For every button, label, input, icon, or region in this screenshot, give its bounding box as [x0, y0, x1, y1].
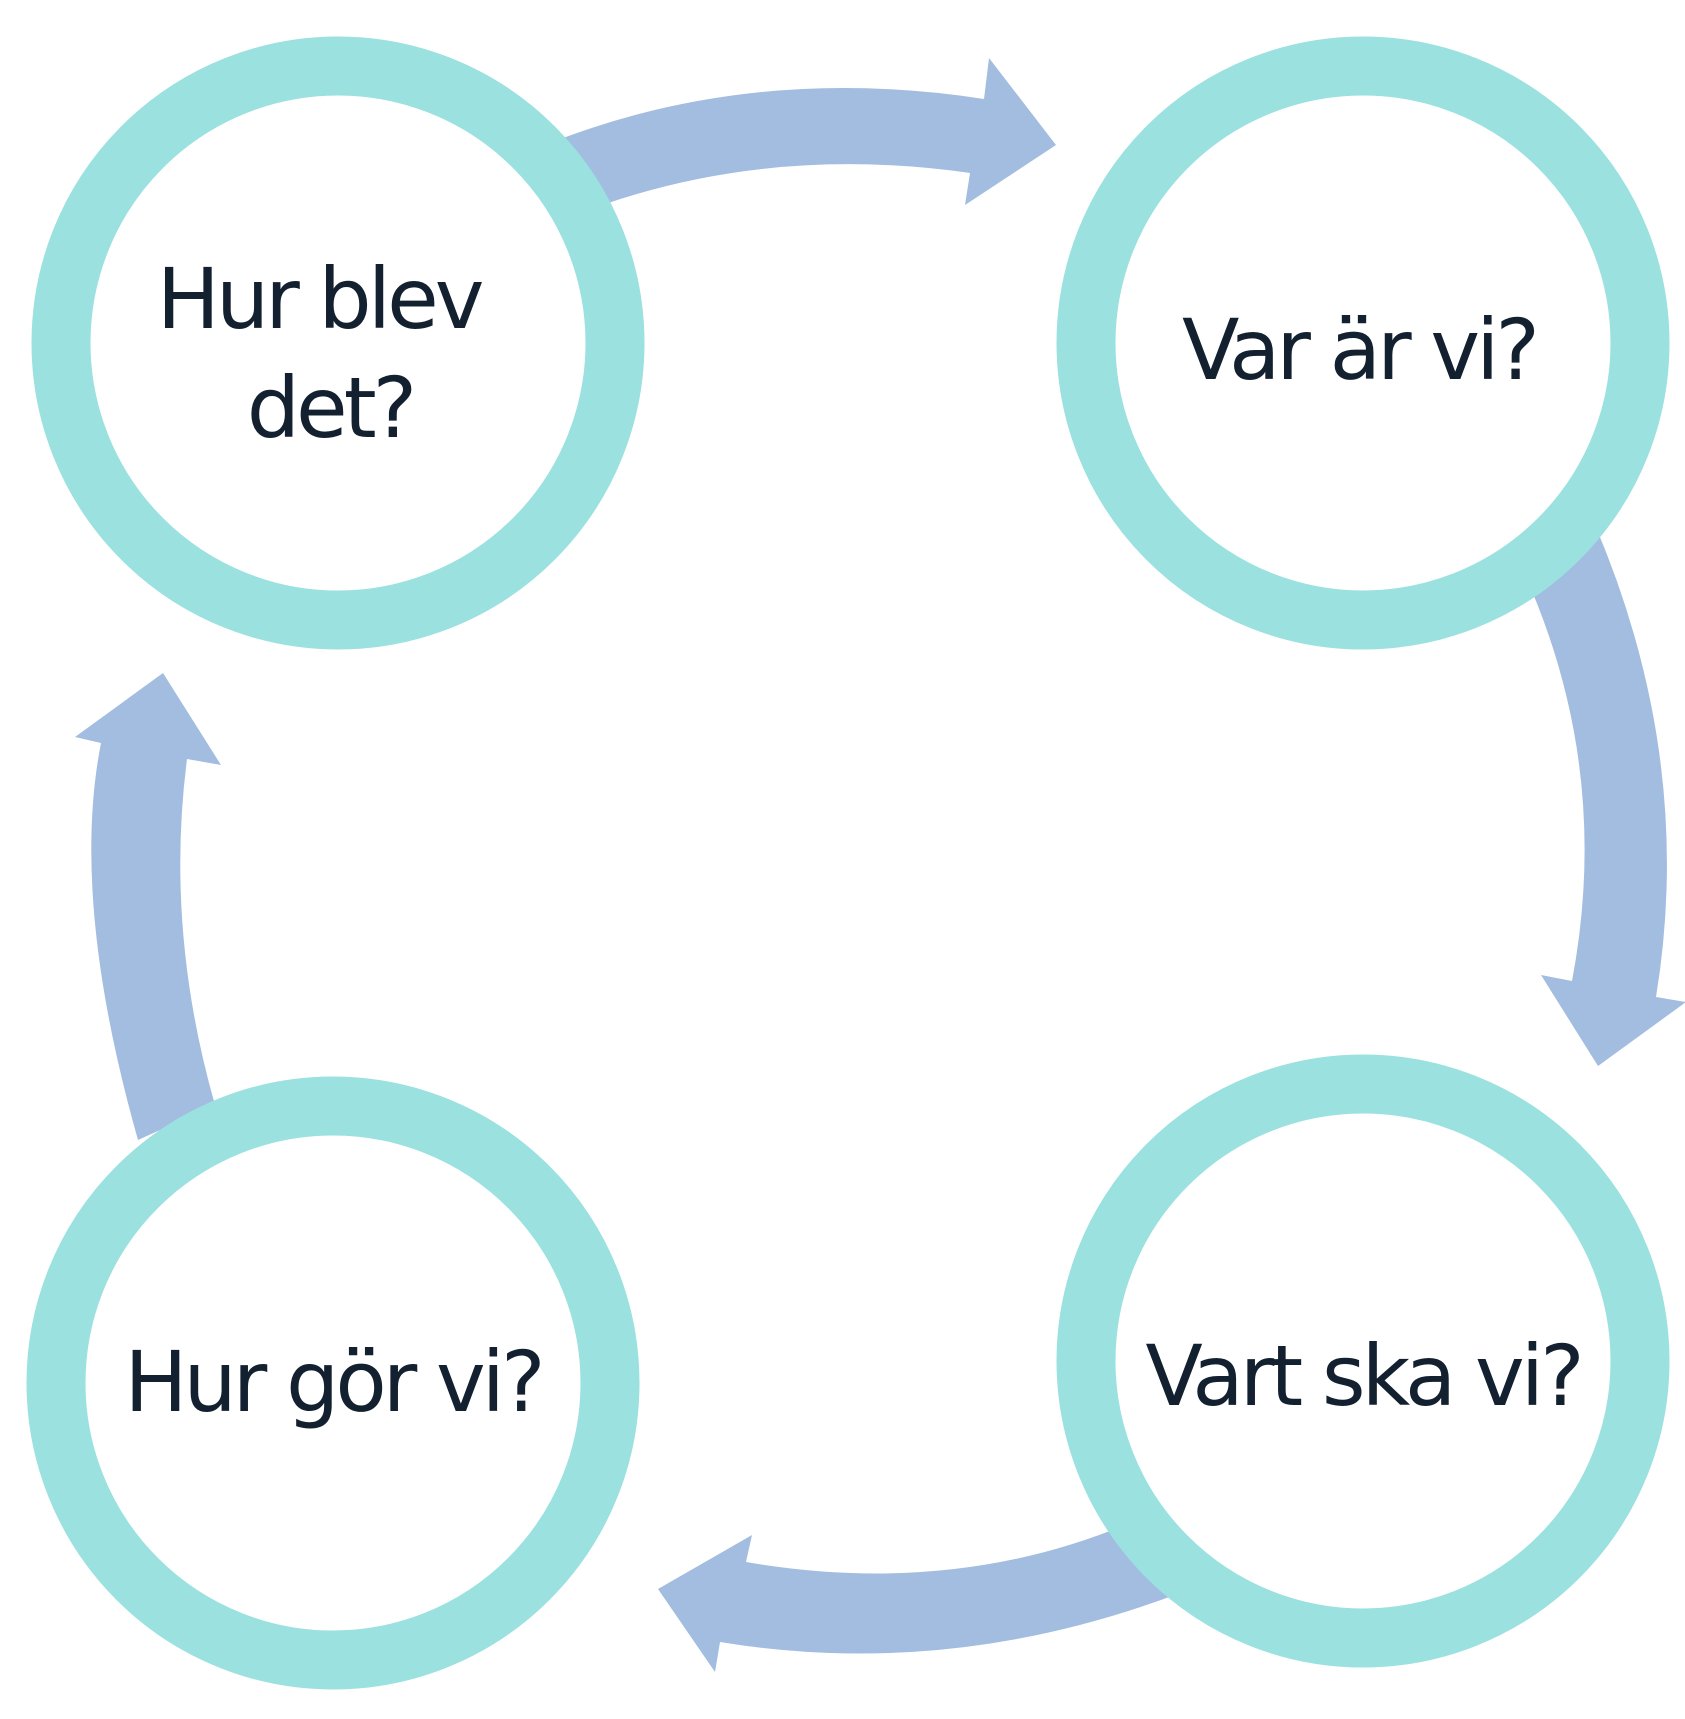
node-label: Hur blev det? [157, 250, 503, 457]
arrow-bottom-left [658, 1525, 1180, 1672]
node-label-line-1: Hur blev [157, 250, 483, 348]
node-label-line-1: Var är vi? [1182, 301, 1536, 399]
node-hur-blev-det: Hur blev det? [31, 36, 645, 650]
node-ring [1056, 36, 1670, 650]
node-ring [26, 1076, 640, 1690]
node-ring [1056, 1054, 1670, 1668]
node-label-line-1: Vart ska vi? [1145, 1327, 1580, 1425]
node-label: Var är vi? [1182, 301, 1536, 399]
node-vart-ska-vi: Vart ska vi? [1056, 1054, 1670, 1668]
arrow-right-down [1525, 525, 1685, 1066]
node-label-line-1: Hur gör vi? [124, 1333, 541, 1431]
node-var-ar-vi: Var är vi? [1056, 36, 1670, 650]
node-label: Vart ska vi? [1145, 1327, 1580, 1425]
arrows [75, 58, 1685, 1672]
node-label: Hur gör vi? [124, 1333, 541, 1431]
node-hur-gor-vi: Hur gör vi? [26, 1076, 640, 1690]
arrow-left-up [75, 673, 221, 1140]
node-label-line-2: det? [247, 359, 414, 457]
node-ring [31, 36, 645, 650]
arrow-top-right [545, 58, 1056, 215]
